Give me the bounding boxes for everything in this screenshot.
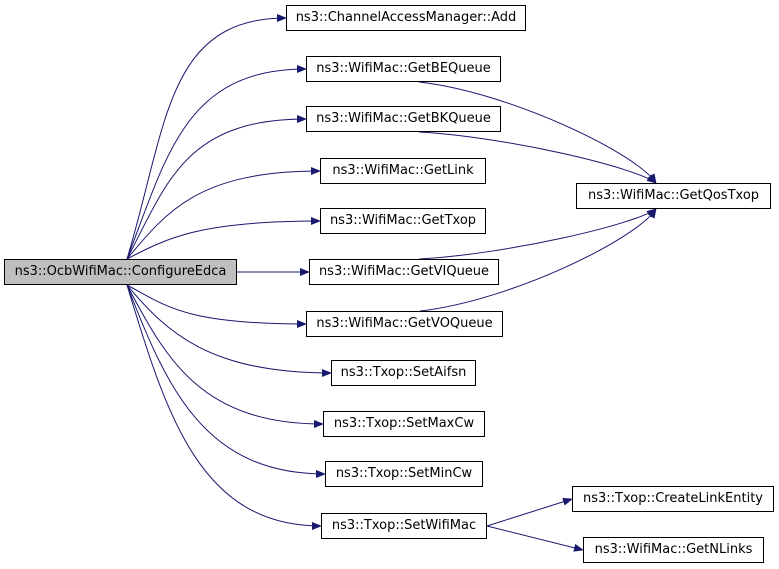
edge-getvo-to-getqos: [420, 208, 657, 312]
node-wifimac-getbkqueue[interactable]: ns3::WifiMac::GetBKQueue: [306, 106, 501, 132]
node-txop-setwifimac[interactable]: ns3::Txop::SetWifiMac: [321, 513, 487, 539]
edge-setwifimac-to-createlink: [486, 497, 573, 527]
node-txop-setaifsn[interactable]: ns3::Txop::SetAifsn: [331, 360, 476, 386]
node-wifimac-getbequeue[interactable]: ns3::WifiMac::GetBEQueue: [306, 56, 501, 82]
node-wifimac-getvoqueue[interactable]: ns3::WifiMac::GetVOQueue: [306, 311, 503, 337]
edge-setwifimac-to-getnlinks: [486, 525, 584, 552]
node-ocbwifimac-configureedca: ns3::OcbWifiMac::ConfigureEdca: [4, 259, 237, 285]
node-txop-createlinkentity[interactable]: ns3::Txop::CreateLinkEntity: [572, 486, 774, 512]
edge-root-to-setmincw: [126, 284, 326, 478]
node-wifimac-getqostxop[interactable]: ns3::WifiMac::GetQosTxop: [576, 183, 771, 209]
edge-root-to-setaifsn: [126, 284, 332, 377]
edge-root-to-setmaxcw: [126, 284, 324, 428]
edge-root-to-setwifimac: [126, 284, 322, 530]
edge-root-to-add: [126, 14, 287, 260]
edge-getvi-to-getqos: [419, 208, 657, 260]
node-wifimac-gettxop[interactable]: ns3::WifiMac::GetTxop: [320, 208, 486, 234]
node-wifimac-getlink[interactable]: ns3::WifiMac::GetLink: [320, 158, 486, 184]
edge-root-to-gettxop: [126, 217, 321, 260]
node-txop-setmaxcw[interactable]: ns3::Txop::SetMaxCw: [323, 411, 485, 437]
edge-root-to-getlink: [126, 167, 321, 260]
node-channelaccessmanager-add[interactable]: ns3::ChannelAccessManager::Add: [286, 5, 526, 31]
edge-getbe-to-getqos: [419, 81, 657, 184]
node-wifimac-getnlinks[interactable]: ns3::WifiMac::GetNLinks: [583, 537, 764, 563]
edge-root-to-getbe: [126, 65, 307, 260]
edge-root-to-getvo: [126, 284, 307, 328]
edge-getbk-to-getqos: [419, 131, 657, 184]
edge-root-to-getbk: [126, 115, 307, 260]
node-wifimac-getviqueue[interactable]: ns3::WifiMac::GetVIQueue: [309, 259, 499, 285]
node-txop-setmincw[interactable]: ns3::Txop::SetMinCw: [325, 461, 483, 487]
